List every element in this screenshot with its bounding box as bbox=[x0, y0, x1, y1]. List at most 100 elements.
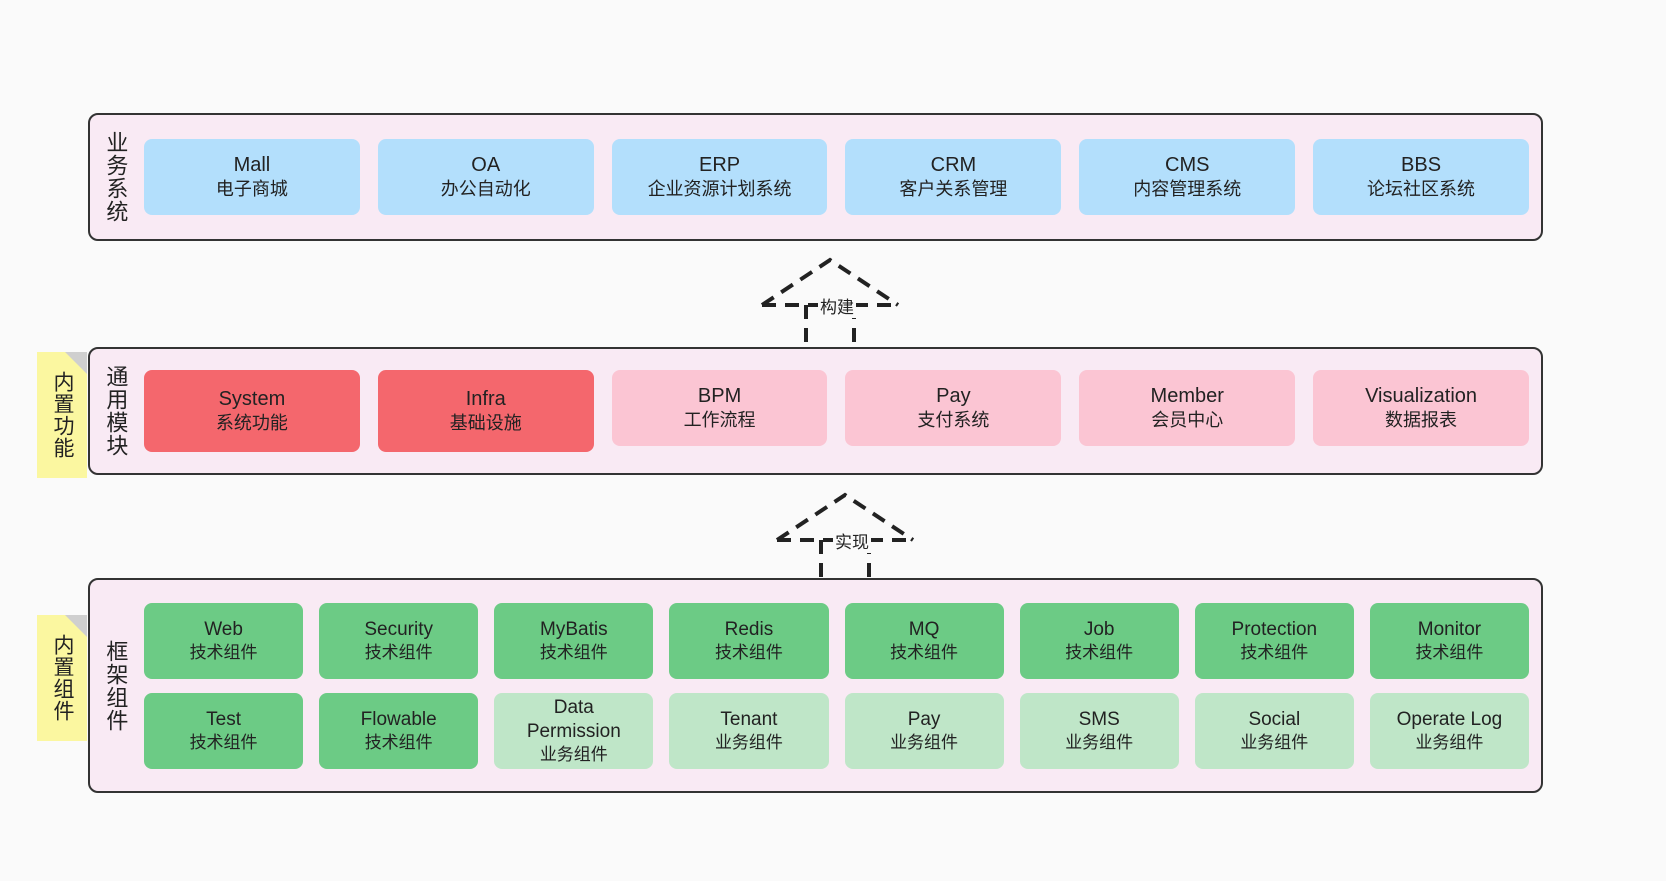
card-operate-log[interactable]: Operate Log 业务组件 bbox=[1369, 692, 1529, 769]
layer-framework-component-body: Web 技术组件 Security 技术组件 MyBatis 技术组件 Redi… bbox=[140, 580, 1541, 791]
card-subtitle: 会员中心 bbox=[1151, 410, 1224, 431]
card-title: System bbox=[218, 388, 286, 411]
card-subtitle: 技术组件 bbox=[714, 642, 783, 662]
card-oa[interactable]: OA 办公自动化 bbox=[377, 139, 594, 215]
card-subtitle: 技术组件 bbox=[539, 642, 608, 662]
card-subtitle: 技术组件 bbox=[364, 732, 433, 752]
card-title: Web bbox=[204, 619, 243, 640]
card-subtitle: 工作流程 bbox=[683, 410, 756, 431]
card-title: CMS bbox=[1165, 154, 1210, 177]
note-fold-icon bbox=[65, 615, 87, 637]
card-title: BPM bbox=[697, 385, 742, 408]
card-title: BBS bbox=[1401, 154, 1442, 177]
connector-implement-label: 实现 bbox=[833, 528, 871, 553]
card-tenant[interactable]: Tenant 业务组件 bbox=[669, 692, 829, 769]
card-monitor[interactable]: Monitor 技术组件 bbox=[1369, 602, 1529, 679]
card-protection[interactable]: Protection 技术组件 bbox=[1194, 602, 1354, 679]
card-title: Monitor bbox=[1417, 619, 1482, 640]
card-title: Protection bbox=[1231, 619, 1318, 640]
layer-business-system-body: Mall 电子商城 OA 办公自动化 ERP 企业资源计划系统 CRM 客户关系… bbox=[140, 115, 1541, 239]
card-subtitle: 电子商城 bbox=[215, 179, 288, 200]
card-mall[interactable]: Mall 电子商城 bbox=[144, 139, 360, 215]
card-subtitle: 技术组件 bbox=[189, 642, 258, 662]
card-title: Pay bbox=[936, 385, 971, 408]
card-subtitle: 系统功能 bbox=[215, 413, 288, 434]
layer-common-module: 通用模块 System 系统功能 Infra 基础设施 BPM 工作流程 Pay… bbox=[88, 347, 1543, 475]
card-title: Operate Log bbox=[1396, 709, 1503, 730]
card-title: Pay bbox=[907, 709, 941, 730]
card-title: Member bbox=[1150, 385, 1224, 408]
card-title: Test bbox=[206, 709, 241, 730]
common-card-row: System 系统功能 Infra 基础设施 BPM 工作流程 Pay 支付系统… bbox=[144, 370, 1529, 452]
card-subtitle: 技术组件 bbox=[890, 642, 959, 662]
card-bbs[interactable]: BBS 论坛社区系统 bbox=[1313, 139, 1529, 215]
card-subtitle: 业务组件 bbox=[1065, 732, 1134, 752]
card-cms[interactable]: CMS 内容管理系统 bbox=[1079, 139, 1296, 215]
card-subtitle: 论坛社区系统 bbox=[1367, 179, 1476, 200]
card-subtitle: 内容管理系统 bbox=[1133, 179, 1242, 200]
card-title: Data Permission bbox=[526, 697, 621, 742]
card-title: Visualization bbox=[1365, 385, 1478, 408]
card-subtitle: 客户关系管理 bbox=[899, 179, 1008, 200]
card-system[interactable]: System 系统功能 bbox=[144, 370, 360, 452]
framework-business-row: Test 技术组件 Flowable 技术组件 Data Permission … bbox=[144, 692, 1529, 769]
card-pay-module[interactable]: Pay 支付系统 bbox=[845, 370, 1062, 446]
card-member[interactable]: Member 会员中心 bbox=[1079, 370, 1296, 446]
card-bpm[interactable]: BPM 工作流程 bbox=[611, 370, 828, 446]
card-subtitle: 企业资源计划系统 bbox=[647, 179, 792, 200]
card-title: Redis bbox=[724, 619, 774, 640]
layer-common-module-title: 通用模块 bbox=[103, 365, 129, 457]
layer-framework-component: 框架组件 Web 技术组件 Security 技术组件 MyBatis 技术组件… bbox=[88, 578, 1543, 793]
card-title: Infra bbox=[465, 388, 506, 411]
card-redis[interactable]: Redis 技术组件 bbox=[669, 602, 829, 679]
card-subtitle: 业务组件 bbox=[1240, 732, 1309, 752]
card-visualization[interactable]: Visualization 数据报表 bbox=[1313, 370, 1529, 446]
framework-tech-row: Web 技术组件 Security 技术组件 MyBatis 技术组件 Redi… bbox=[144, 602, 1529, 679]
card-job[interactable]: Job 技术组件 bbox=[1019, 602, 1179, 679]
note-builtin-function-text: 内置功能 bbox=[50, 371, 74, 459]
note-builtin-component: 内置组件 bbox=[37, 615, 87, 741]
card-web[interactable]: Web 技术组件 bbox=[144, 602, 304, 679]
card-title: MQ bbox=[908, 619, 940, 640]
layer-framework-component-title: 框架组件 bbox=[103, 639, 129, 732]
card-subtitle: 技术组件 bbox=[189, 732, 258, 752]
card-subtitle: 业务组件 bbox=[714, 732, 783, 752]
card-title: Mall bbox=[233, 154, 271, 177]
note-builtin-function: 内置功能 bbox=[37, 352, 87, 478]
card-title: CRM bbox=[930, 154, 977, 177]
layer-business-system: 业务系统 Mall 电子商城 OA 办公自动化 ERP 企业资源计划系统 CRM… bbox=[88, 113, 1543, 241]
card-mybatis[interactable]: MyBatis 技术组件 bbox=[494, 602, 654, 679]
card-subtitle: 业务组件 bbox=[890, 732, 959, 752]
card-sms[interactable]: SMS 业务组件 bbox=[1019, 692, 1179, 769]
card-flowable[interactable]: Flowable 技术组件 bbox=[319, 692, 479, 769]
layer-business-system-title: 业务系统 bbox=[103, 131, 129, 223]
card-infra[interactable]: Infra 基础设施 bbox=[377, 370, 594, 452]
card-title: Social bbox=[1248, 709, 1301, 730]
card-subtitle: 技术组件 bbox=[1065, 642, 1134, 662]
card-data-permission[interactable]: Data Permission 业务组件 bbox=[494, 692, 654, 769]
card-subtitle: 业务组件 bbox=[539, 744, 608, 764]
card-subtitle: 数据报表 bbox=[1385, 410, 1458, 431]
connector-build-label: 构建 bbox=[818, 293, 856, 318]
card-crm[interactable]: CRM 客户关系管理 bbox=[845, 139, 1062, 215]
business-card-row: Mall 电子商城 OA 办公自动化 ERP 企业资源计划系统 CRM 客户关系… bbox=[144, 139, 1529, 215]
card-security[interactable]: Security 技术组件 bbox=[319, 602, 479, 679]
card-subtitle: 技术组件 bbox=[364, 642, 433, 662]
card-subtitle: 办公自动化 bbox=[440, 179, 531, 200]
card-pay-component[interactable]: Pay 业务组件 bbox=[844, 692, 1004, 769]
card-title: SMS bbox=[1078, 709, 1120, 730]
card-erp[interactable]: ERP 企业资源计划系统 bbox=[611, 139, 828, 215]
card-title: Flowable bbox=[360, 709, 437, 730]
card-subtitle: 业务组件 bbox=[1415, 732, 1484, 752]
note-builtin-component-text: 内置组件 bbox=[50, 634, 74, 722]
card-title: OA bbox=[471, 154, 501, 177]
card-social[interactable]: Social 业务组件 bbox=[1194, 692, 1354, 769]
card-title: Tenant bbox=[720, 709, 778, 730]
card-title: ERP bbox=[699, 154, 741, 177]
layer-common-module-body: System 系统功能 Infra 基础设施 BPM 工作流程 Pay 支付系统… bbox=[140, 349, 1541, 473]
card-mq[interactable]: MQ 技术组件 bbox=[844, 602, 1004, 679]
card-subtitle: 支付系统 bbox=[917, 410, 990, 431]
note-fold-icon bbox=[65, 352, 87, 374]
card-test[interactable]: Test 技术组件 bbox=[144, 692, 304, 769]
